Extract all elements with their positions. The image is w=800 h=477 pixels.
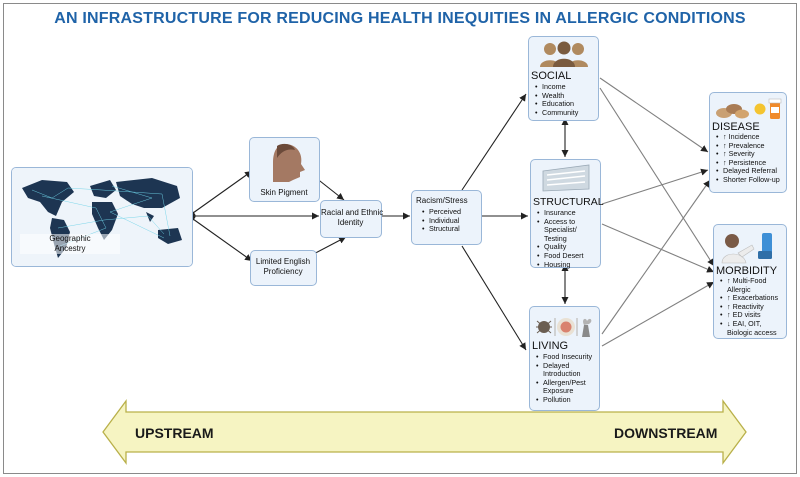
downstream-label: DOWNSTREAM — [614, 425, 718, 441]
geographic-ancestry-box: Geographic Ancestry — [11, 167, 193, 267]
skin-pigment-label: Skin Pigment — [260, 188, 308, 197]
disease-box: DISEASE ↑ Incidence↑ Prevalence↑ Severit… — [709, 92, 787, 193]
structural-item: Quality — [537, 243, 599, 252]
racism-stress-box: Racism/Stress PerceivedIndividualStructu… — [411, 190, 482, 245]
living-item: Pollution — [536, 395, 598, 405]
living-item: Delayed Introduction — [536, 361, 598, 379]
arrow-structural-morbidity — [601, 223, 715, 273]
living-item: Allergen/Pest Exposure — [536, 378, 598, 396]
skin-pigment-box: Skin Pigment — [249, 137, 320, 202]
morbidity-item: ↑ Exacerbations — [720, 294, 788, 303]
disease-item: ↑ Severity — [716, 150, 786, 159]
social-item: Education — [535, 100, 597, 109]
arrow-map-skin — [188, 170, 253, 217]
living-title: LIVING — [532, 340, 569, 352]
disease-title: DISEASE — [712, 121, 760, 133]
living-list: Food InsecurityDelayed IntroductionAller… — [536, 352, 598, 405]
structural-item: Food Desert — [537, 251, 599, 261]
structural-item: Access to Specialist/ Testing — [537, 217, 599, 244]
racism-item: Individual — [422, 216, 480, 226]
morbidity-box: MORBIDITY ↑ Multi-Food Allergic↑ Exacerb… — [713, 224, 787, 339]
structural-list: InsuranceAccess to Specialist/ TestingQu… — [537, 208, 599, 270]
social-item: Income — [535, 82, 597, 92]
arrow-social-morbidity — [599, 87, 715, 267]
racism-item: Perceived — [422, 207, 480, 217]
morbidity-item: ↑ ED visits — [720, 311, 788, 320]
disease-list: ↑ Incidence↑ Prevalence↑ Severity↑ Persi… — [716, 132, 786, 185]
racism-item: Structural — [422, 225, 480, 234]
diagram-title: AN INFRASTRUCTURE FOR REDUCING HEALTH IN… — [54, 10, 746, 27]
social-box: SOCIAL IncomeWealthEducationCommunity — [528, 36, 599, 121]
arrow-racism-social — [461, 93, 527, 191]
arrow-map-english — [188, 215, 253, 262]
food-allergen-icon — [536, 318, 592, 337]
social-title: SOCIAL — [531, 70, 572, 82]
outer-frame — [3, 3, 797, 474]
arrow-living-disease — [601, 179, 711, 335]
disease-item: ↑ Incidence — [716, 132, 786, 142]
disease-item: Delayed Referral — [716, 167, 786, 176]
arrow-structural-disease — [601, 168, 709, 205]
arrow-social-disease — [599, 77, 709, 153]
social-item: Community — [535, 108, 597, 118]
social-list: IncomeWealthEducationCommunity — [535, 82, 597, 118]
structural-item: Housing — [537, 260, 599, 270]
disease-item: ↑ Prevalence — [716, 141, 786, 151]
morbidity-list: ↑ Multi-Food Allergic↑ Exacerbations↑ Re… — [720, 276, 788, 337]
morbidity-item: ↑ Reactivity — [720, 302, 788, 312]
upstream-label: UPSTREAM — [135, 425, 214, 441]
limited-english-label: Limited English Proficiency — [255, 257, 311, 276]
living-box: LIVING Food InsecurityDelayed Introducti… — [529, 306, 600, 411]
morbidity-item: ↓ EAI, OIT, Biologic access — [720, 319, 788, 337]
racism-stress-list: PerceivedIndividualStructural — [422, 207, 480, 234]
morbidity-title: MORBIDITY — [716, 265, 778, 277]
upstream-downstream-arrow — [102, 399, 747, 465]
structural-box: STRUCTURAL InsuranceAccess to Specialist… — [530, 159, 604, 270]
racism-stress-title: Racism/Stress — [416, 196, 468, 205]
living-item: Food Insecurity — [536, 352, 598, 362]
face-profile-icon — [273, 143, 305, 182]
geographic-ancestry-label: Geographic Ancestry — [20, 234, 120, 254]
disease-item: ↑ Persistence — [716, 158, 786, 168]
disease-item: Shorter Follow-up — [716, 175, 786, 185]
food-pills-icon — [716, 98, 782, 119]
arrow-living-morbidity — [601, 281, 715, 347]
limited-english-box: Limited English Proficiency — [250, 250, 317, 286]
inhaler-patient-icon — [721, 233, 772, 264]
social-item: Wealth — [535, 91, 597, 101]
structural-item: Insurance — [537, 208, 599, 218]
building-icon — [542, 164, 590, 192]
people-group-icon — [540, 41, 588, 67]
structural-title: STRUCTURAL — [533, 196, 604, 208]
morbidity-item: ↑ Multi-Food Allergic — [720, 276, 788, 294]
arrow-racism-living — [461, 245, 527, 351]
racial-ethnic-identity-label: Racial and Ethnic Identity — [321, 208, 384, 227]
racial-ethnic-identity-box: Racial and Ethnic Identity — [320, 200, 384, 238]
